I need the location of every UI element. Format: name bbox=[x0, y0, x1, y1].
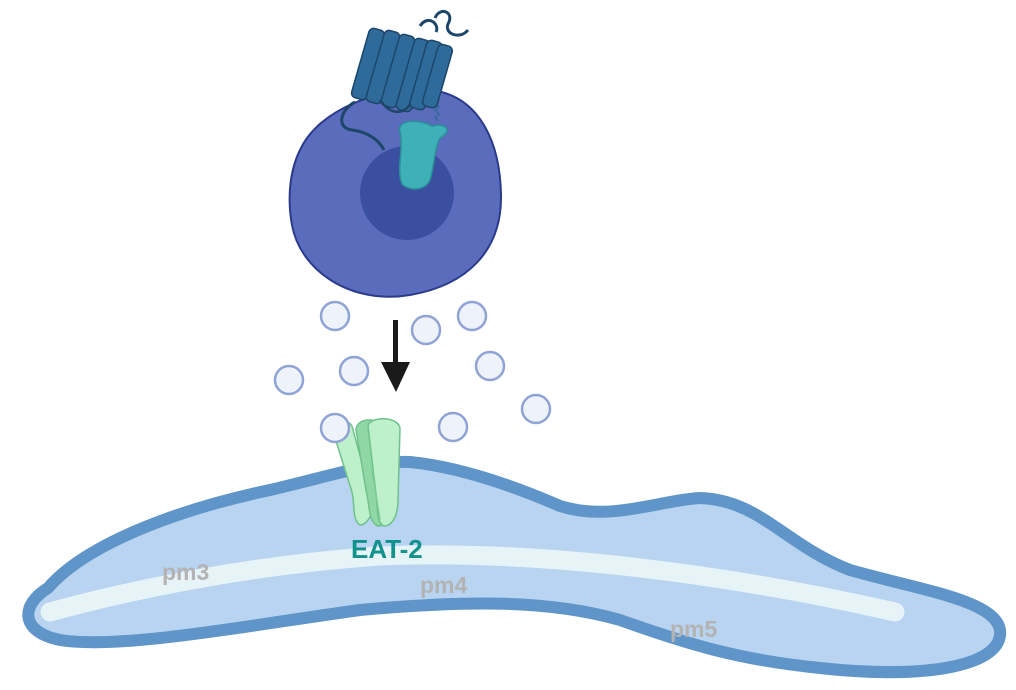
receptor-label: EAT-2 bbox=[351, 534, 423, 564]
neuron bbox=[288, 88, 503, 298]
vesicle-icon bbox=[273, 364, 305, 396]
gpcr-icon bbox=[340, 9, 470, 151]
vesicle-icon bbox=[410, 314, 442, 346]
vesicle-icon bbox=[437, 411, 469, 443]
vesicle-icon bbox=[319, 412, 351, 444]
vesicle-group bbox=[273, 300, 552, 444]
ion-channel-icon bbox=[331, 418, 401, 527]
pharyngeal-lumen bbox=[40, 545, 905, 622]
arrow-down-icon bbox=[381, 320, 410, 392]
vesicle-icon bbox=[456, 300, 488, 332]
vesicle-icon bbox=[520, 393, 552, 425]
vesicle-icon bbox=[338, 355, 370, 387]
region-label-pm4: pm4 bbox=[420, 572, 468, 598]
region-label-pm5: pm5 bbox=[670, 616, 718, 642]
vesicle-icon bbox=[319, 300, 351, 332]
vesicle-icon bbox=[474, 350, 506, 382]
region-label-pm3: pm3 bbox=[162, 559, 209, 585]
